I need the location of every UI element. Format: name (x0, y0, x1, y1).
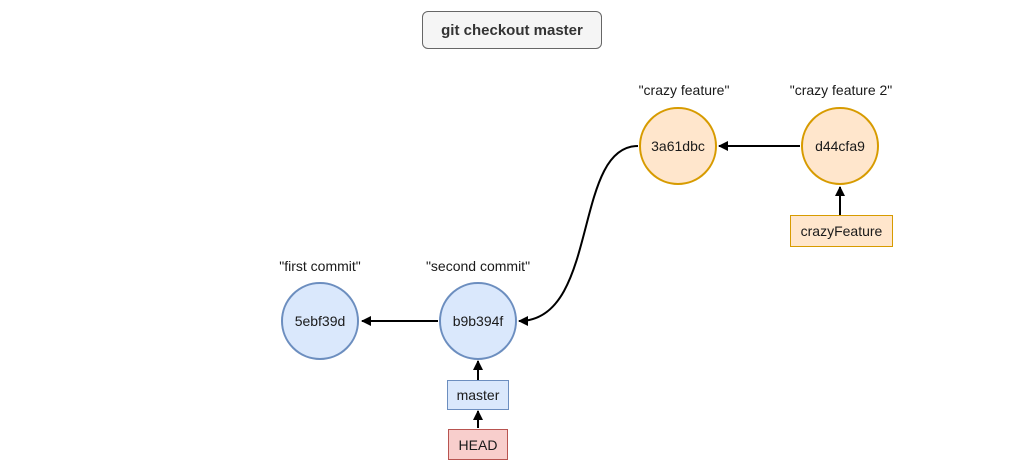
head-label: HEAD (448, 429, 508, 460)
commit-node-second: b9b394f (439, 282, 517, 360)
branch-label-crazy-feature: crazyFeature (790, 215, 893, 247)
commit-hash: 5ebf39d (294, 313, 346, 329)
commit-message-crazy-feature: "crazy feature" (638, 82, 730, 98)
commit-message-crazy-feature-2: "crazy feature 2" (789, 82, 893, 98)
commit-node-first: 5ebf39d (281, 282, 359, 360)
commit-node-crazy-feature-2: d44cfa9 (801, 107, 879, 185)
branch-label-master: master (447, 380, 509, 410)
commit-message-first: "first commit" (279, 258, 361, 274)
commit-hash: b9b394f (452, 313, 504, 329)
commit-node-crazy-feature: 3a61dbc (639, 107, 717, 185)
commit-hash: 3a61dbc (651, 138, 705, 154)
commit-message-second: "second commit" (425, 258, 531, 274)
command-label: git checkout master (422, 11, 602, 49)
commit-hash: d44cfa9 (815, 138, 865, 154)
edge-crazy-to-second (518, 145, 639, 326)
